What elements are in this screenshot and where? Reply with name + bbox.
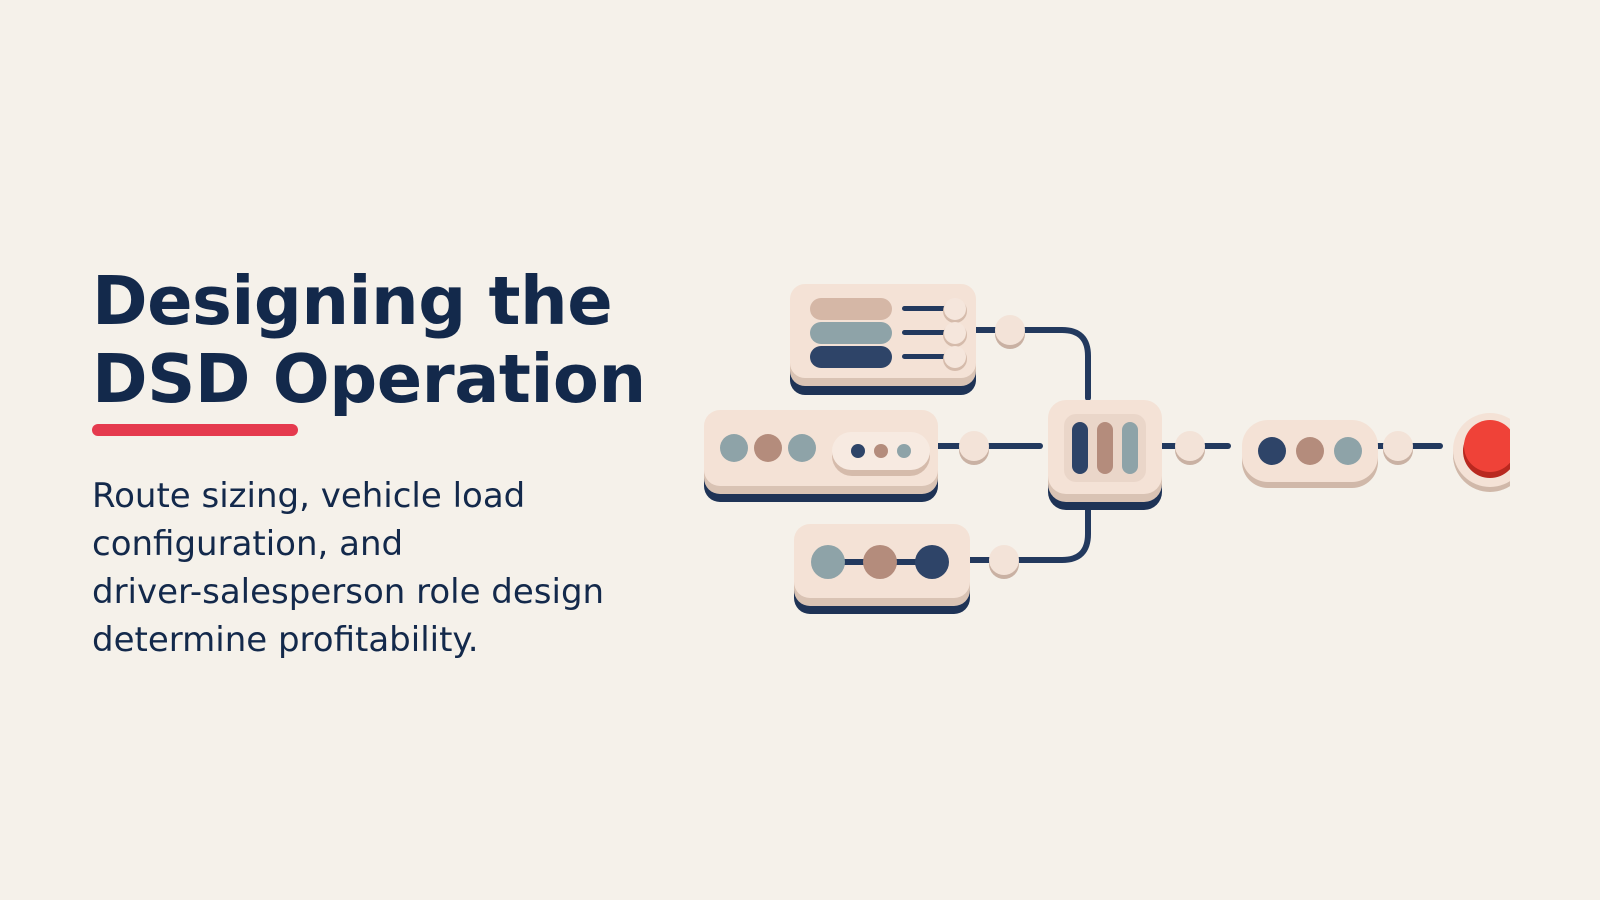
subtitle-line-1: Route sizing, vehicle load xyxy=(92,476,526,516)
three-dot-toggle-card-icon xyxy=(704,410,938,502)
three-node-path-icon xyxy=(794,524,970,614)
title-line-1: Designing the xyxy=(92,262,613,340)
text-block: Designing the DSD Operation Route sizing… xyxy=(92,262,652,664)
slide-title: Designing the DSD Operation xyxy=(92,262,652,418)
joint-dot-hub-right xyxy=(1175,431,1205,465)
title-line-2: DSD Operation xyxy=(92,340,646,418)
joint-dot-output-right xyxy=(1383,431,1413,465)
title-accent-underline xyxy=(92,424,298,436)
subtitle-line-2: configuration, and xyxy=(92,524,404,564)
joint-dot-middle xyxy=(959,431,989,465)
three-dot-output-card-icon xyxy=(1242,420,1378,488)
red-endpoint-icon xyxy=(1453,413,1510,492)
slide-subtitle: Route sizing, vehicle load configuration… xyxy=(92,472,652,664)
connector-joints xyxy=(959,315,1413,579)
stacked-bars-with-sliders-icon xyxy=(790,284,976,395)
subtitle-line-4: determine profitability. xyxy=(92,620,479,660)
connector-bottom-to-hub xyxy=(947,491,1091,563)
subtitle-line-3: driver-salesperson role design xyxy=(92,572,605,612)
joint-dot-top xyxy=(995,315,1025,349)
process-flow-diagram xyxy=(704,284,1510,614)
connector-top-to-hub xyxy=(955,327,1091,401)
joint-dot-bottom xyxy=(989,545,1019,579)
vertical-bars-hub-icon xyxy=(1048,400,1162,510)
